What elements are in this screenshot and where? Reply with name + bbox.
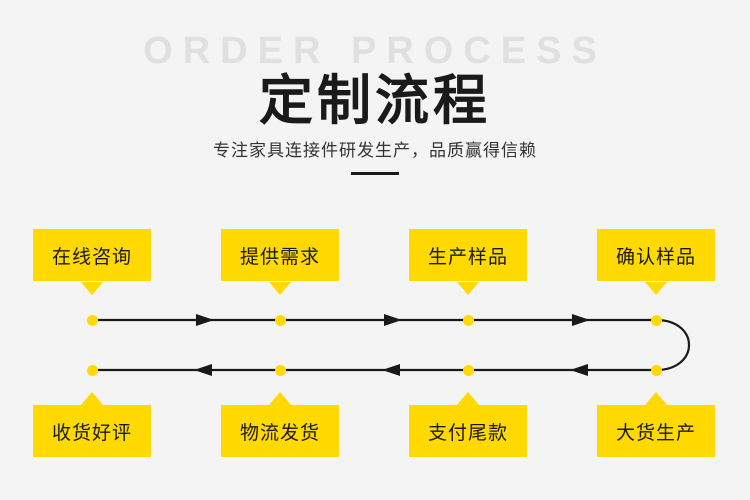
ghost-title: ORDER PROCESS	[143, 30, 607, 72]
process-step-label: 生产样品	[427, 246, 508, 268]
node-dot-bottom-1	[87, 365, 98, 376]
process-step-label: 收货好评	[51, 422, 132, 444]
connector-up-icon-2	[269, 392, 291, 405]
node-dot-bottom-2	[275, 365, 286, 376]
node-dot-top-1	[87, 315, 98, 326]
node-dot-bottom-3	[463, 365, 474, 376]
connector-up-icon-1	[81, 392, 103, 405]
process-step-label: 确认样品	[615, 246, 696, 268]
process-step-label: 在线咨询	[51, 246, 132, 268]
node-dot-top-4	[651, 315, 662, 326]
process-step-label: 大货生产	[615, 422, 696, 444]
connector-down-icon-3	[457, 282, 479, 295]
process-step-bottom-3[interactable]: 支付尾款	[409, 405, 527, 457]
node-dot-top-2	[275, 315, 286, 326]
process-step-top-4[interactable]: 确认样品	[597, 229, 715, 281]
connector-down-icon-2	[269, 282, 291, 295]
connector-down-icon-1	[81, 282, 103, 295]
process-step-bottom-2[interactable]: 物流发货	[221, 405, 339, 457]
process-step-top-1[interactable]: 在线咨询	[33, 229, 151, 281]
process-step-top-2[interactable]: 提供需求	[221, 229, 339, 281]
process-step-label: 物流发货	[239, 422, 320, 444]
process-step-bottom-4[interactable]: 大货生产	[597, 405, 715, 457]
connector-down-icon-4	[645, 282, 667, 295]
process-step-label: 支付尾款	[427, 422, 508, 444]
process-step-label: 提供需求	[239, 246, 320, 268]
page-title: 定制流程	[259, 71, 491, 131]
connector-up-icon-4	[645, 392, 667, 405]
process-step-bottom-1[interactable]: 收货好评	[33, 405, 151, 457]
node-dot-bottom-4	[651, 365, 662, 376]
process-step-top-3[interactable]: 生产样品	[409, 229, 527, 281]
node-dot-top-3	[463, 315, 474, 326]
page-subtitle: 专注家具连接件研发生产，品质赢得信赖	[213, 141, 537, 160]
title-divider	[351, 172, 399, 175]
connector-up-icon-3	[457, 392, 479, 405]
